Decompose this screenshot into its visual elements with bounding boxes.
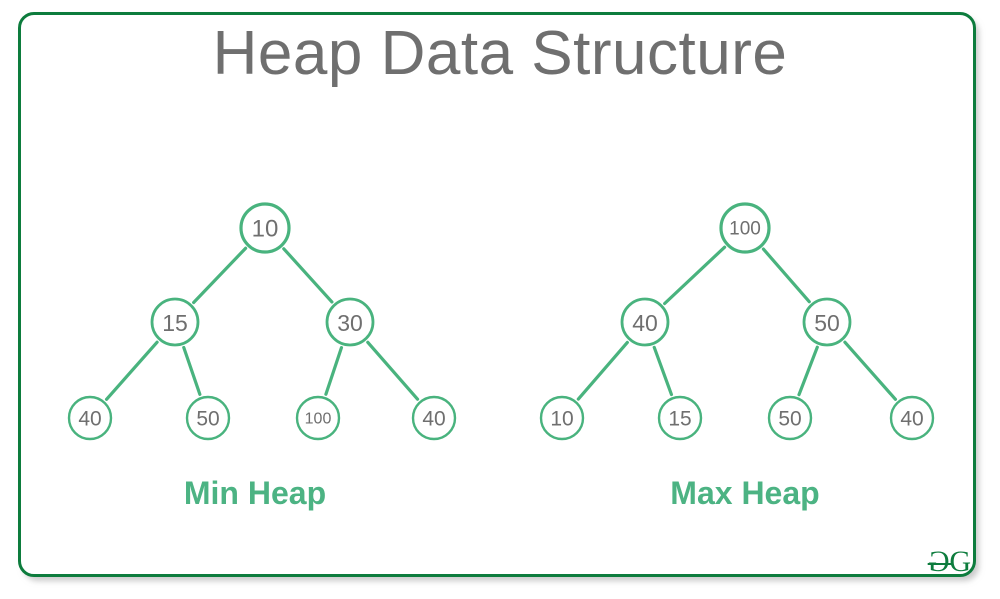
tree-edge: [843, 340, 898, 401]
tree-node-leaf[interactable]: 40: [67, 395, 113, 441]
tree-node-branch[interactable]: 50: [802, 297, 852, 347]
min-heap-caption: Min Heap: [183, 475, 327, 511]
tree-edge: [324, 346, 344, 396]
node-value: 50: [196, 408, 219, 431]
node-circle: [185, 395, 231, 441]
tree-edge: [192, 246, 248, 305]
node-value: 50: [778, 408, 801, 431]
node-circle: [802, 297, 852, 347]
node-value: 15: [668, 408, 691, 431]
node-circle: [411, 395, 457, 441]
node-circle: [539, 395, 585, 441]
node-value: 40: [422, 408, 445, 431]
tree-node-leaf[interactable]: 40: [411, 395, 457, 441]
logo-strikethrough-icon: [927, 562, 952, 565]
node-value: 40: [900, 408, 923, 431]
node-circle: [325, 297, 375, 347]
tree-node-leaf[interactable]: 100: [295, 395, 341, 441]
tree-edge: [282, 247, 334, 304]
node-circle: [150, 297, 200, 347]
tree-node-branch[interactable]: 30: [325, 297, 375, 347]
tree-edge: [104, 340, 159, 401]
tree-node-leaf[interactable]: 50: [185, 395, 231, 441]
node-value: 40: [78, 408, 101, 431]
node-circle: [889, 395, 935, 441]
node-value: 100: [305, 411, 332, 428]
max-heap-caption: Max Heap: [670, 475, 820, 511]
tree-edge: [576, 340, 629, 401]
tree-node-branch[interactable]: 40: [620, 297, 670, 347]
tree-node-root[interactable]: 10: [239, 202, 291, 254]
node-circle: [767, 395, 813, 441]
node-value: 100: [729, 219, 761, 240]
tree-node-leaf[interactable]: 50: [767, 395, 813, 441]
tree-node-branch[interactable]: 15: [150, 297, 200, 347]
tree-edge: [652, 345, 674, 397]
node-value: 50: [814, 310, 840, 336]
node-value: 40: [632, 310, 658, 336]
tree-node-leaf[interactable]: 40: [889, 395, 935, 441]
tree-edge: [663, 245, 727, 306]
diagram-frame: [18, 12, 976, 577]
node-value: 10: [252, 216, 279, 243]
tree-node-root[interactable]: 100: [719, 202, 771, 254]
node-value: 10: [550, 408, 573, 431]
node-value: 30: [337, 310, 363, 336]
node-circle: [295, 395, 341, 441]
tree-node-leaf[interactable]: 10: [539, 395, 585, 441]
tree-edge: [182, 345, 202, 396]
node-value: 15: [162, 310, 188, 336]
logo-mirrored-g-icon: G: [927, 545, 952, 578]
node-circle: [719, 202, 771, 254]
page-title: Heap Data Structure: [212, 19, 788, 88]
tree-node-leaf[interactable]: 15: [657, 395, 703, 441]
node-circle: [657, 395, 703, 441]
tree-edge: [761, 247, 811, 304]
tree-edge: [366, 340, 420, 401]
node-circle: [239, 202, 291, 254]
tree-edge: [797, 345, 819, 397]
node-circle: [67, 395, 113, 441]
node-circle: [620, 297, 670, 347]
logo-g-icon: G: [949, 545, 971, 578]
